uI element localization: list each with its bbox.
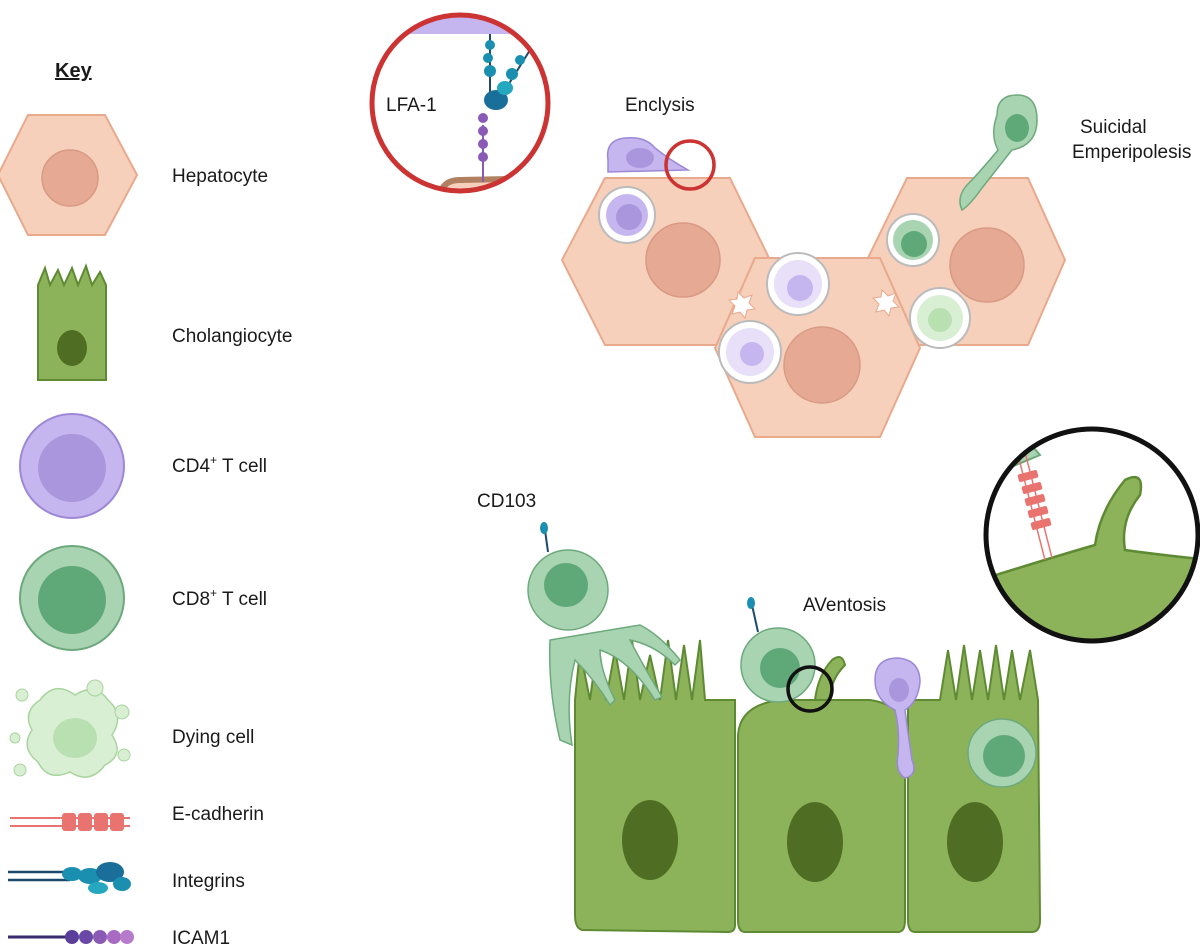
cd8-key-icon xyxy=(19,545,125,651)
key-label-icam1: ICAM1 xyxy=(172,928,230,947)
label-aventosis: AVentosis xyxy=(803,595,886,616)
cholangiocyte-right xyxy=(907,644,1042,933)
enclysis-cd4-cell xyxy=(606,136,691,173)
internalized-cd8-cholangiocyte xyxy=(967,718,1037,788)
cd4-key-icon xyxy=(19,413,125,519)
hepatocyte-key-icon xyxy=(0,114,139,236)
internalized-cd8-cell xyxy=(886,213,940,267)
key-label-cd4: CD4+ T cell xyxy=(172,453,267,477)
integrins-key-icon xyxy=(8,862,131,894)
key-title: Key xyxy=(55,60,93,82)
internalized-dying-cd8-cell xyxy=(909,287,971,349)
hepatocyte-middle xyxy=(713,257,922,438)
canaliculus-right xyxy=(871,288,901,318)
key-label-integrins: Integrins xyxy=(172,871,245,892)
cholangiocyte-left xyxy=(574,639,736,934)
lfa1-zoom-inset: LFA-1 xyxy=(369,12,551,194)
lfa1-zoom-ring xyxy=(369,12,551,194)
label-lfa1: LFA-1 xyxy=(386,95,437,116)
label-cd103: CD103 xyxy=(477,491,536,512)
aventosis-highlight-ring xyxy=(786,665,834,713)
icam1-key-icon xyxy=(8,930,134,944)
squeezing-cd4-cell xyxy=(874,657,921,779)
dying-cell-key-icon xyxy=(9,679,131,778)
ecadherin-zoom-ring xyxy=(983,426,1200,644)
enclysis-highlight-ring xyxy=(664,139,716,191)
label-emperipolesis: Emperipolesis xyxy=(1072,142,1191,163)
cholangiocyte-middle xyxy=(737,655,906,933)
key-label-cd8: CD8+ T cell xyxy=(172,586,267,610)
canaliculus-left xyxy=(727,290,757,320)
internalized-cd4-cell xyxy=(598,186,656,244)
key-label-e-cadherin: E-cadherin xyxy=(172,804,264,825)
cd103-cd8-cell xyxy=(527,522,682,747)
key-panel: Key Hepatocyte Cholangiocyte CD4+ T cell… xyxy=(0,60,292,947)
label-suicidal: Suicidal xyxy=(1080,117,1147,138)
e-cadherin-key-icon xyxy=(10,813,130,831)
key-label-cholangiocyte: Cholangiocyte xyxy=(172,326,292,347)
key-label-hepatocyte: Hepatocyte xyxy=(172,166,268,187)
label-enclysis: Enclysis xyxy=(625,95,695,116)
internalized-dying-cd4-cell-2 xyxy=(718,320,782,384)
cholangiocyte-group: CD103 AVentosis xyxy=(477,491,1042,934)
internalized-dying-cd4-cell xyxy=(766,252,830,316)
key-label-dying-cell: Dying cell xyxy=(172,727,254,748)
hepatocyte-cluster: Enclysis Suicidal Emperipolesis xyxy=(560,94,1191,438)
ecadherin-zoom-inset xyxy=(983,426,1200,644)
emperipolesis-cd8-cell xyxy=(959,94,1038,212)
cholangiocyte-key-icon xyxy=(37,263,107,381)
